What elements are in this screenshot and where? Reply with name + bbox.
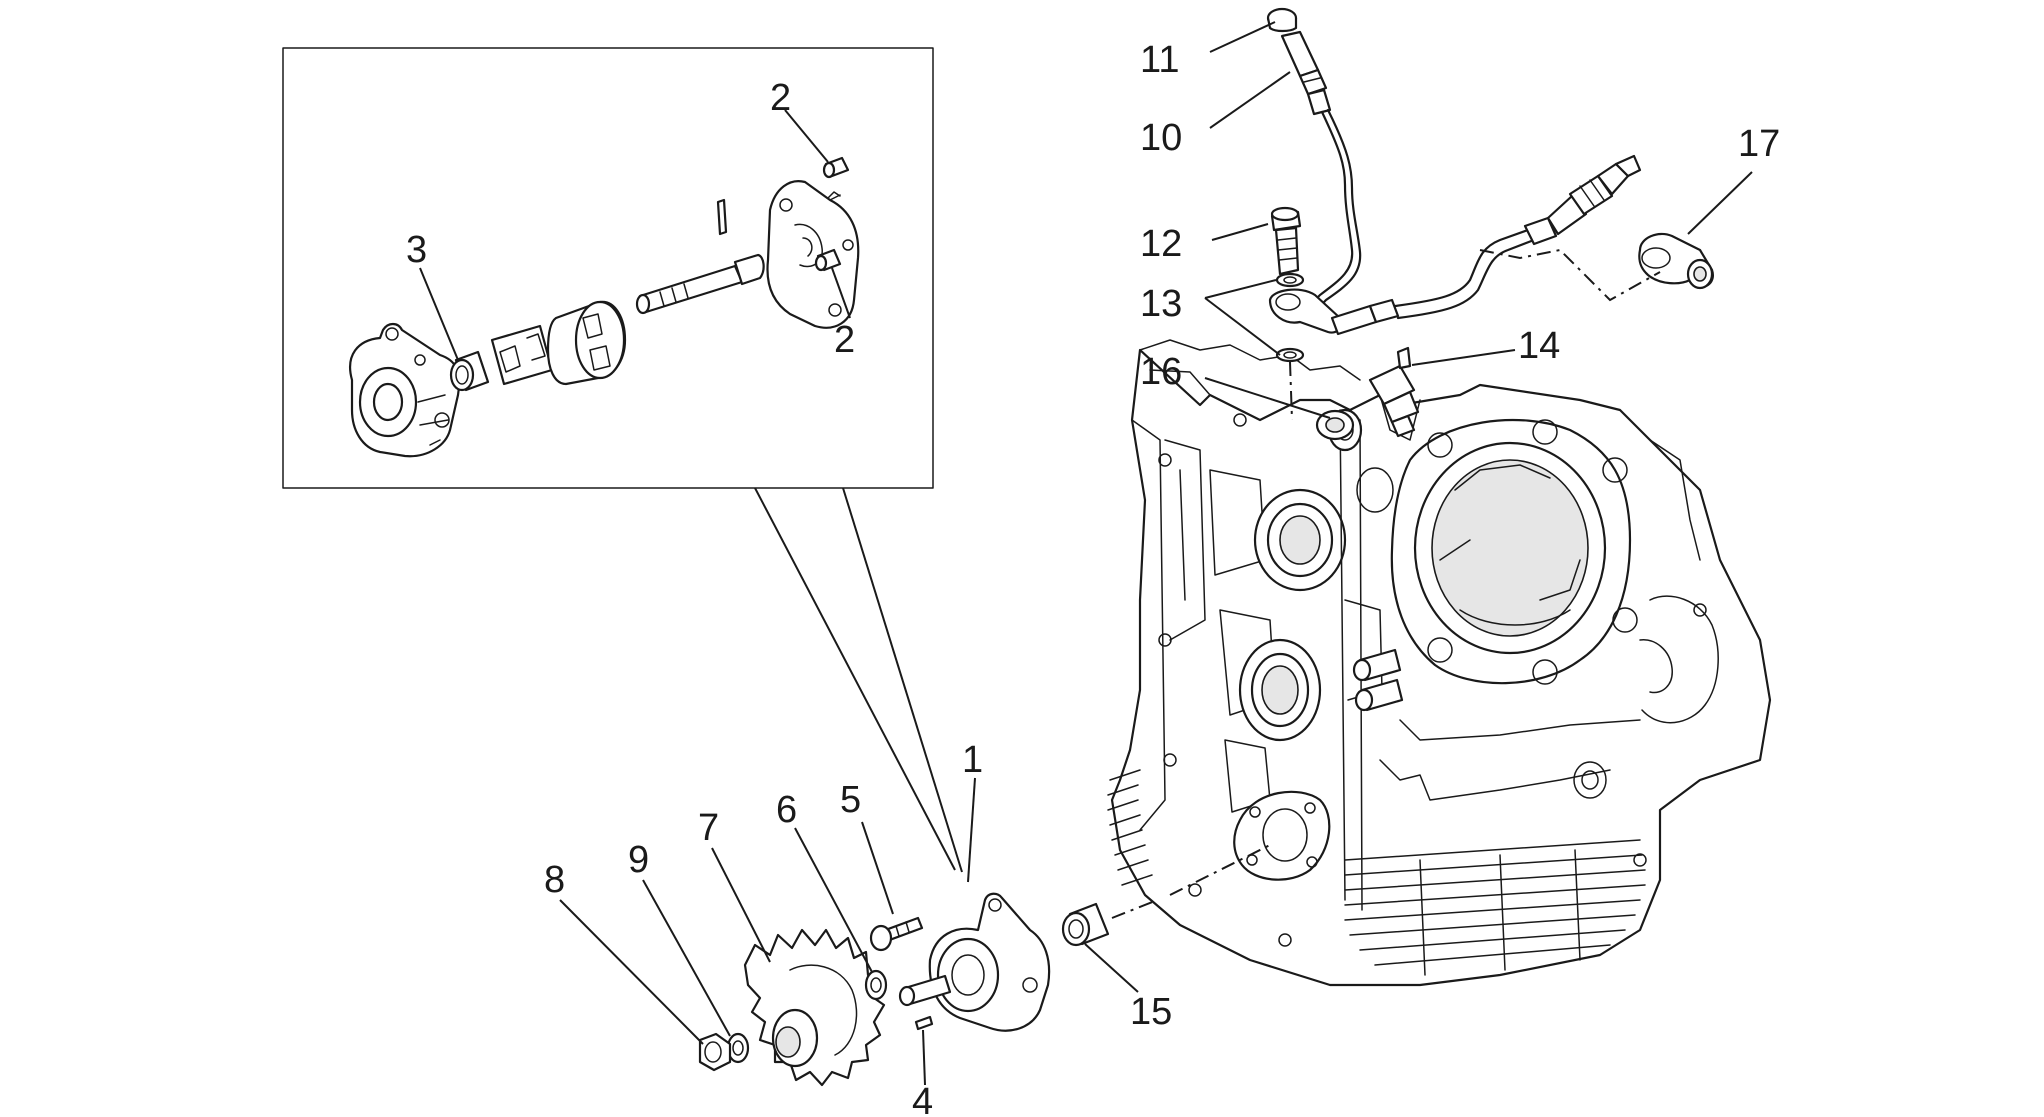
callout-11: 11 xyxy=(1140,39,1179,81)
gear-7-part xyxy=(743,928,886,1087)
inner-rotor-part xyxy=(490,324,554,386)
callout-6: 6 xyxy=(776,789,797,831)
bolt-12-part xyxy=(1270,206,1302,276)
outer-rotor-part xyxy=(546,300,627,386)
leader-lines xyxy=(419,21,1753,1086)
inset-pointer-left xyxy=(754,487,956,871)
cable-to-upper-sensor xyxy=(1393,228,1530,308)
washer-6-part xyxy=(864,969,888,1001)
washer-13-upper-part xyxy=(1275,272,1305,288)
callout-1: 1 xyxy=(962,739,983,781)
callout-2-lower: 2 xyxy=(834,319,855,361)
callout-2-upper: 2 xyxy=(770,77,791,119)
sensor-10-part xyxy=(1280,30,1332,116)
cable-to-upper-sensor-outline xyxy=(1396,238,1536,320)
crankcase-block xyxy=(1107,339,1772,987)
inset-pointer-right xyxy=(842,487,963,873)
pin-4-part xyxy=(914,1015,934,1031)
callout-4: 4 xyxy=(912,1081,933,1117)
callout-5: 5 xyxy=(840,779,861,821)
washer-9-part xyxy=(726,1032,750,1064)
nut-8-part xyxy=(698,1032,732,1072)
callout-10: 10 xyxy=(1140,117,1182,159)
callout-13: 13 xyxy=(1140,283,1182,325)
callout-7: 7 xyxy=(698,807,719,849)
callout-9: 9 xyxy=(628,839,649,881)
inset-detail-box xyxy=(282,47,963,873)
axis-banjo-to-port xyxy=(1289,361,1293,421)
callout-8: 8 xyxy=(544,859,565,901)
cap-11-part xyxy=(1266,7,1298,33)
pin-part xyxy=(716,198,728,236)
pump-shaft-part xyxy=(635,253,765,315)
oil-pump-1-part xyxy=(898,892,1051,1032)
washer-13-lower-part xyxy=(1275,347,1305,363)
pump-plate-inset xyxy=(766,180,860,329)
axis-into-crankcase xyxy=(1169,844,1271,896)
bushing-3-part xyxy=(449,350,490,392)
hose-connector-part xyxy=(1330,298,1400,336)
callout-labels: 11 10 12 13 16 14 17 2 2 3 1 5 6 7 9 8 4… xyxy=(406,39,1780,1117)
dowel-2-upper-part xyxy=(822,156,850,179)
callout-3: 3 xyxy=(406,229,427,271)
sensor-10-cable-outline xyxy=(1310,108,1362,317)
callout-17: 17 xyxy=(1738,123,1780,165)
dowel-2-lower-part xyxy=(814,248,842,272)
callout-16: 16 xyxy=(1140,351,1182,393)
callout-14: 14 xyxy=(1518,325,1560,367)
elbow-17-part xyxy=(1638,232,1714,290)
sensor-10-cable xyxy=(1303,110,1354,312)
bushing-15-part xyxy=(1061,902,1110,947)
screw-5-part xyxy=(869,916,924,952)
sensor-14-part xyxy=(1368,346,1420,438)
callout-15: 15 xyxy=(1130,991,1172,1033)
callout-12: 12 xyxy=(1140,223,1182,265)
sensor-upper-right-part xyxy=(1523,154,1642,246)
hose-route-to-17 xyxy=(1479,248,1661,302)
pump-cover-inset xyxy=(349,322,461,458)
